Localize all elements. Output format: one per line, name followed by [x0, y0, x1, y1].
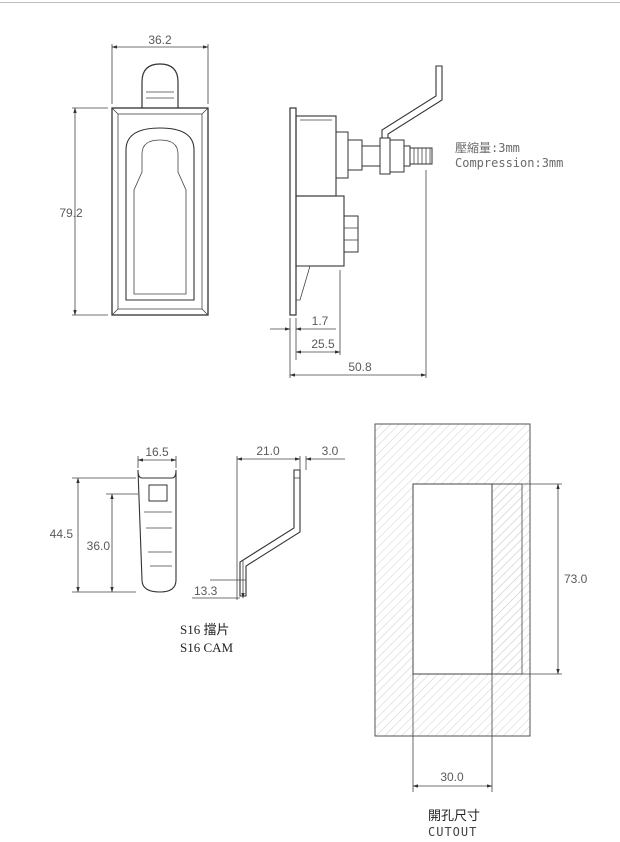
front-width-dim: 36.2	[148, 33, 172, 47]
cam-drop-dim: 13.3	[194, 584, 218, 598]
cam-width-dim: 16.5	[145, 445, 169, 459]
cam-label-en: S16 CAM	[180, 640, 234, 655]
front-view: 36.2 79.2	[59, 33, 209, 316]
cam-label-cn: S16 擋片	[180, 622, 229, 637]
cutout-height-dim: 73.0	[564, 572, 588, 586]
cam-length-outer-dim: 44.5	[50, 527, 74, 541]
top-border-line	[0, 2, 620, 3]
front-height-dim: 79.2	[59, 206, 83, 220]
side-flange-dim: 1.7	[312, 314, 329, 328]
cutout-width-dim: 30.0	[440, 770, 464, 784]
compression-cn: 壓縮量:3mm	[455, 140, 520, 155]
cutout-view: 30.0 73.0 開孔尺寸 CUTOUT	[374, 423, 588, 839]
side-total-dim: 50.8	[348, 360, 372, 374]
cam-length-inner-dim: 36.0	[87, 539, 111, 553]
cutout-label-cn: 開孔尺寸	[428, 808, 480, 823]
cutout-label-en: CUTOUT	[428, 825, 477, 839]
cam-offset-dim: 21.0	[256, 444, 280, 458]
side-body-dim: 25.5	[311, 337, 335, 351]
side-view: 壓縮量:3mm Compression:3mm 1.7 25.5 50.8	[270, 65, 563, 378]
compression-en: Compression:3mm	[455, 156, 563, 170]
cam-view: 16.5 44.5 36.0 21.0 3.0 13.3 S16 擋片 S16 …	[50, 444, 345, 655]
cam-thickness-dim: 3.0	[322, 444, 339, 458]
